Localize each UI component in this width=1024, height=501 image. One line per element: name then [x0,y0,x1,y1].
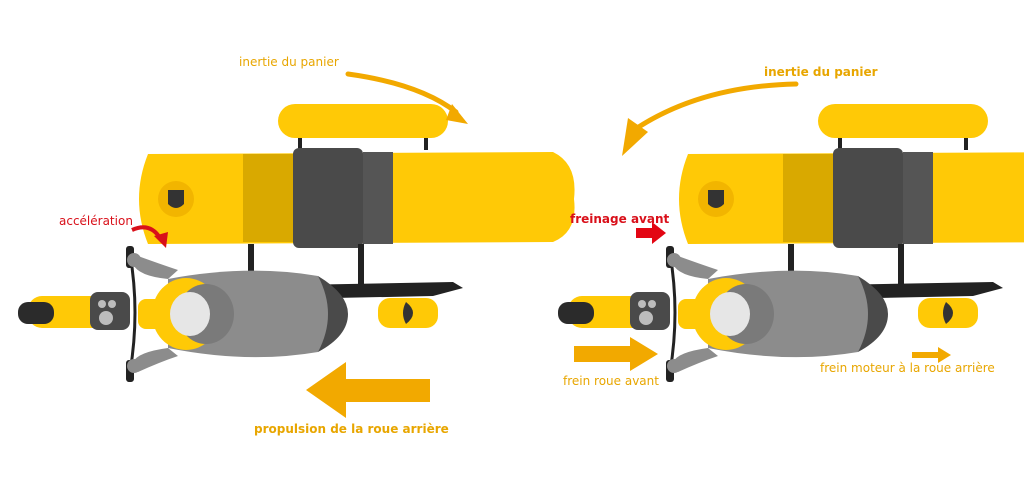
left-basket-inertia-label: inertie du panier [239,55,339,69]
acceleration-arrowhead [154,232,168,248]
rear-wheel-propulsion-arrow [306,362,430,418]
left-sidecar-illustration [16,102,577,384]
right-basket-inertia-arrow [631,81,799,133]
front-wheel-brake-label: frein roue avant [563,374,659,388]
front-wheel-brake-arrow [574,337,658,371]
rear-wheel-propulsion-label: propulsion de la roue arrière [254,422,449,436]
left-basket-inertia-arrow [345,71,459,115]
engine-brake-label: frein moteur à la roue arrière [820,361,995,375]
left-basket-inertia-arrowhead [446,104,468,124]
front-braking-arrow [636,222,666,244]
acceleration-label: accélération [59,214,133,228]
engine-brake-arrow [912,347,951,363]
front-braking-label: freinage avant [570,212,670,226]
right-basket-inertia-label: inertie du panier [764,65,878,79]
right-basket-inertia-arrowhead [622,118,648,156]
